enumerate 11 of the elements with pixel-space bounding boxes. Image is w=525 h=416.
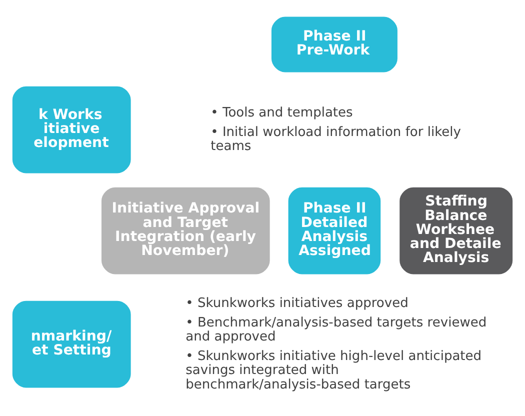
label: • Benchmark/analysis-based targets reviewed and approved — [186, 314, 487, 344]
label: • Skunkworks initiative high-level anticipated savings integrated with benchmark/analysis-based targets — [186, 348, 482, 392]
node-box: Initiative Approval and Target Integration (early November) — [101, 186, 270, 274]
node-box: nmarking/ et Setting — [12, 300, 131, 388]
label: • Initial workload information for likely teams — [210, 124, 461, 154]
node-box: Phase II Pre-Work — [271, 16, 398, 72]
node-box: Phase II Detailed Analysis Assigned — [288, 186, 381, 274]
node-box: Staffing Balance Workshee and Detaile Analysis — [400, 186, 513, 274]
label: • Skunkworks initiatives approved — [186, 295, 408, 310]
label: • Tools and templates — [210, 104, 353, 120]
node-box: k Works itiative elopment — [12, 86, 131, 173]
